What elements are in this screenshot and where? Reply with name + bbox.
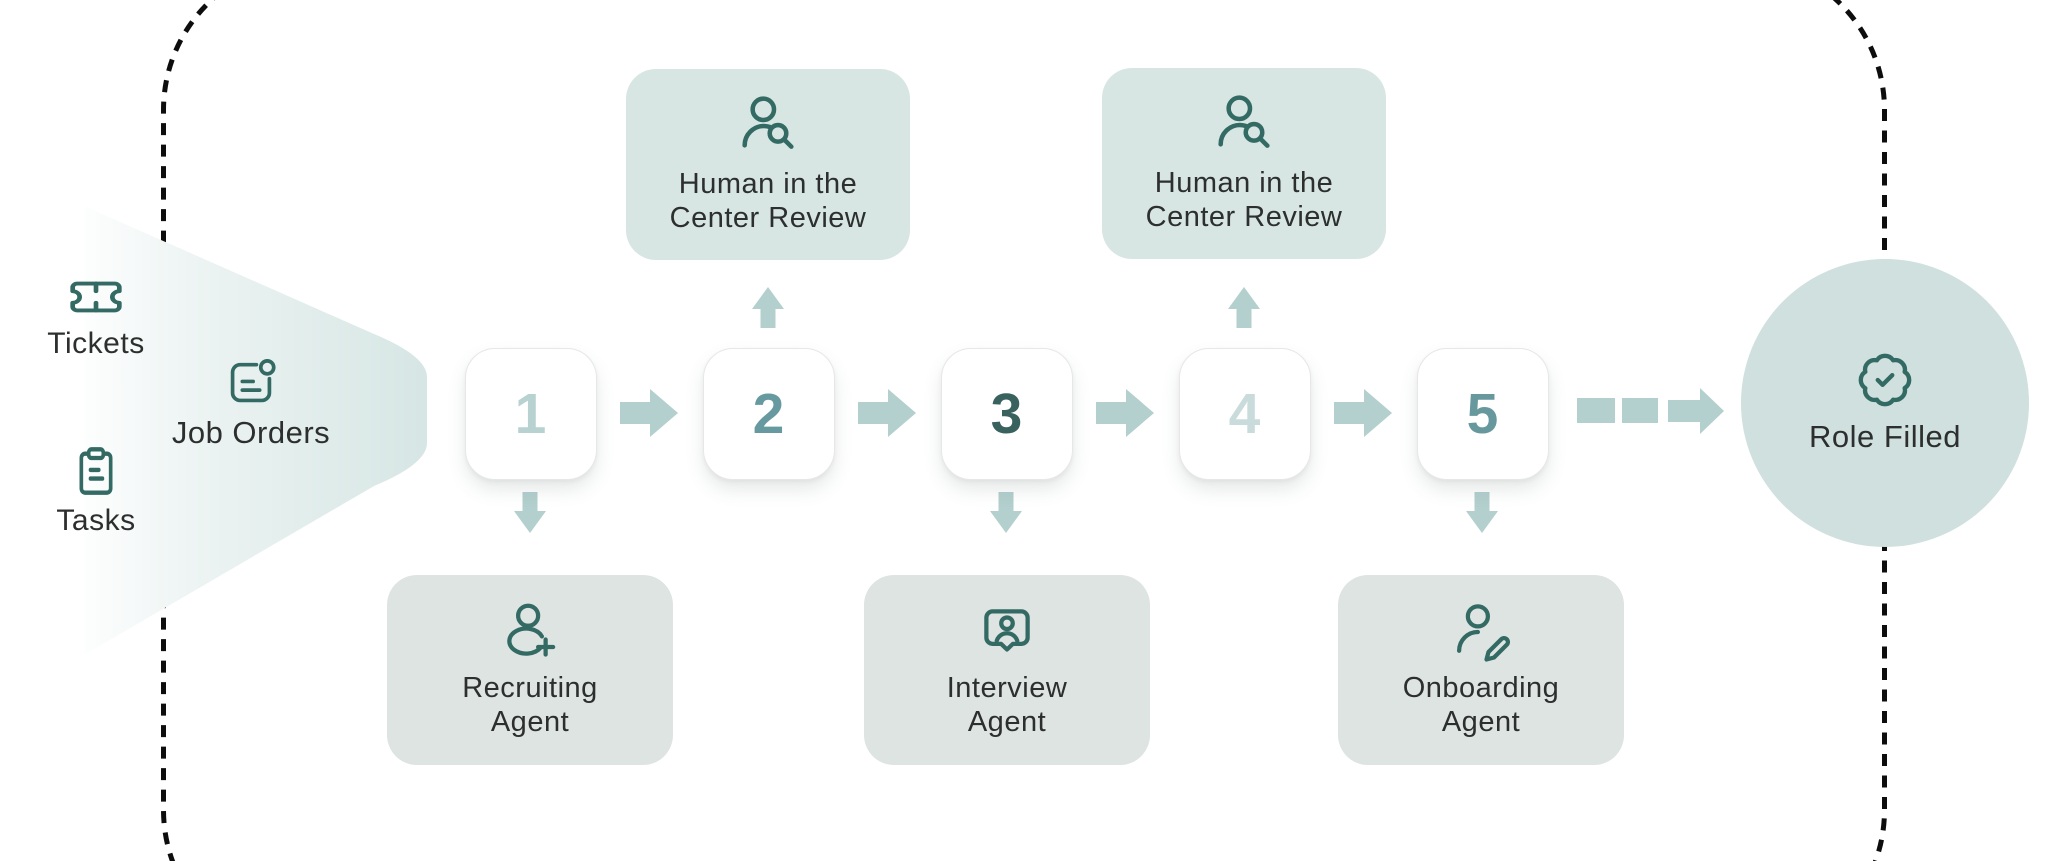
user-search-icon (1218, 95, 1270, 148)
human-review-card-2: Human in the Center Review (1102, 68, 1386, 259)
agent-card-label: Interview Agent (946, 672, 1068, 738)
dashed-arrow-right-icon (1577, 388, 1724, 434)
user-plus-icon (507, 603, 556, 657)
user-chat-icon (984, 609, 1030, 652)
arrow-up-icon (752, 287, 784, 328)
arrow-down-icon (990, 492, 1022, 533)
tickets-label: Tickets (47, 327, 145, 360)
input-tasks: Tasks (26, 445, 166, 538)
step-number: 4 (1228, 382, 1262, 446)
input-tickets: Tickets (26, 274, 166, 361)
arrow-right-icon (858, 389, 916, 437)
review-card-label: Human in the Center Review (1145, 167, 1343, 233)
job-orders-label: Job Orders (171, 415, 331, 450)
arrow-right-icon (1096, 389, 1154, 437)
review-card-label: Human in the Center Review (669, 168, 867, 234)
step-number: 5 (1466, 382, 1500, 446)
step-4: 4 (1179, 348, 1311, 480)
tasks-label: Tasks (56, 504, 136, 537)
role-filled-circle: Role Filled (1741, 259, 2029, 547)
step-number: 1 (514, 382, 548, 446)
user-search-icon (742, 96, 794, 149)
step-2: 2 (703, 348, 835, 480)
onboarding-agent-card: Onboarding Agent (1338, 575, 1624, 765)
agent-card-label: Onboarding Agent (1402, 672, 1560, 738)
arrow-right-icon (1334, 389, 1392, 437)
step-number: 2 (752, 382, 786, 446)
badge-check-icon (1858, 353, 1912, 407)
human-review-card-1: Human in the Center Review (626, 69, 910, 260)
job-order-note-icon (230, 359, 276, 403)
arrow-right-icon (620, 389, 678, 437)
role-filled-label: Role Filled (1809, 419, 1961, 454)
arrow-down-icon (514, 492, 546, 533)
step-3: 3 (941, 348, 1073, 480)
ticket-icon (70, 281, 122, 313)
recruiting-agent-card: Recruiting Agent (387, 575, 673, 765)
input-funnel-shape (84, 206, 427, 655)
step-1: 1 (465, 348, 597, 480)
arrow-up-icon (1228, 287, 1260, 328)
arrow-down-icon (1466, 492, 1498, 533)
input-job-orders: Job Orders (166, 356, 336, 451)
interview-agent-card: Interview Agent (864, 575, 1150, 765)
agent-card-label: Recruiting Agent (462, 672, 598, 738)
clipboard-icon (79, 447, 113, 495)
step-5: 5 (1417, 348, 1549, 480)
step-number: 3 (990, 382, 1024, 446)
user-pen-icon (1457, 604, 1510, 662)
